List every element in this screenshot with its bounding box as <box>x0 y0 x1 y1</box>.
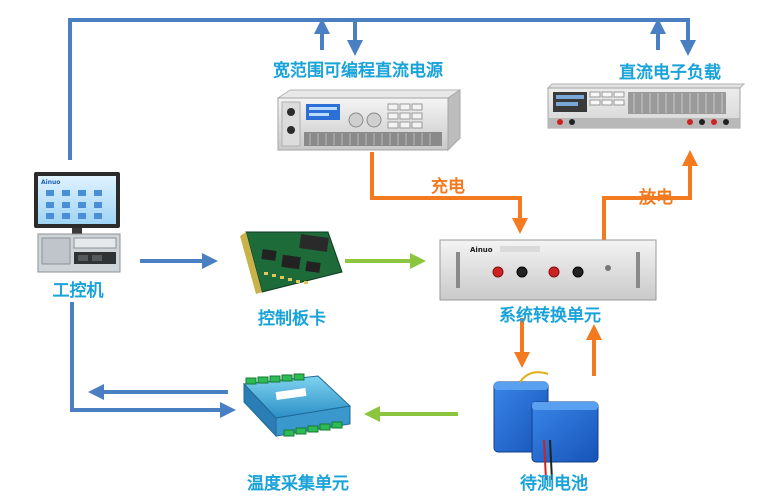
label-switch-unit: 系统转换单元 <box>499 305 601 326</box>
label-temp-unit: 温度采集单元 <box>247 473 349 494</box>
switch-unit-brand: Ainuo <box>470 246 493 254</box>
green-connections <box>345 253 458 422</box>
industrial-computer-icon: Ainuo <box>34 172 121 273</box>
temperature-module-icon <box>242 373 352 438</box>
label-charge: 充电 <box>431 176 465 197</box>
label-battery: 待测电池 <box>520 473 588 494</box>
dc-electronic-load-icon <box>546 83 746 129</box>
edge-discharge <box>602 150 698 240</box>
control-card-icon <box>240 231 343 294</box>
edge-ipc-top-bus <box>68 18 690 160</box>
label-dc-power-supply: 宽范围可编程直流电源 <box>273 60 443 81</box>
orange-connections <box>370 150 698 376</box>
edge-charge <box>370 152 528 234</box>
blue-connections <box>68 18 696 418</box>
switch-unit-icon: Ainuo <box>439 239 657 301</box>
edge-ipc-to-temp-unit <box>70 302 236 418</box>
label-ipc: 工控机 <box>53 280 104 301</box>
label-control-card: 控制板卡 <box>258 308 326 329</box>
label-discharge: 放电 <box>638 187 673 208</box>
battery-pack-icon <box>493 371 599 481</box>
ipc-screen-brand: Ainuo <box>41 179 60 186</box>
label-dc-load: 直流电子负载 <box>619 62 721 83</box>
dc-power-supply-icon <box>276 89 462 152</box>
